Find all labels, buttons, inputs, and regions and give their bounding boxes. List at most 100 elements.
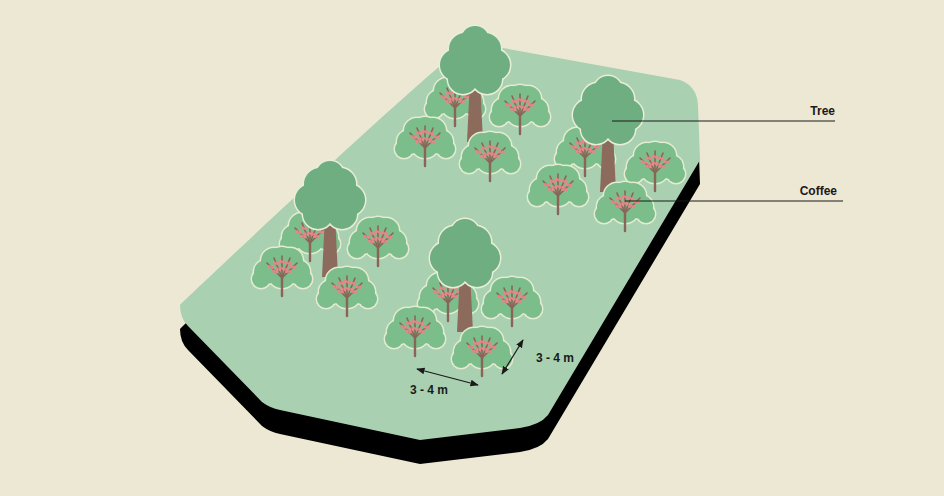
coffee-cherry — [467, 345, 470, 348]
coffee-cherry — [596, 146, 599, 149]
coffee-cherry — [279, 266, 282, 269]
coffee-cherry — [466, 96, 469, 99]
coffee-cherry — [520, 295, 523, 298]
bush-branch — [497, 293, 512, 308]
coffee-cherry — [614, 201, 617, 204]
coffee-cherry — [497, 155, 500, 158]
coffee-cherry — [372, 232, 375, 235]
bush-stem — [511, 308, 513, 326]
bush-leaves — [570, 188, 588, 206]
dimension-arrows — [417, 340, 523, 385]
coffee-cherry — [666, 161, 669, 164]
bush-branch — [282, 263, 297, 278]
bush-branch — [482, 343, 497, 358]
coffee-bush — [527, 164, 590, 215]
coffee-cherry — [645, 165, 648, 168]
coffee-cherry — [514, 100, 517, 103]
bush-stem — [584, 158, 586, 176]
bush-leaves — [637, 205, 655, 223]
coffee-cherry — [593, 145, 596, 148]
bush-stem — [346, 298, 348, 316]
coffee-cherry — [575, 150, 578, 153]
coffee-cherry — [649, 157, 652, 160]
coffee-cherry — [440, 95, 443, 98]
coffee-cherry — [547, 184, 550, 187]
bush-branch — [543, 181, 558, 196]
bush-branch — [550, 176, 558, 196]
coffee-cherry — [371, 237, 374, 240]
coffee-cherry — [471, 346, 474, 349]
coffee-cherry — [505, 297, 508, 300]
coffee-cherry — [489, 350, 492, 353]
coffee-cherry — [658, 156, 661, 159]
coffee-cherry — [433, 135, 436, 138]
coffee-cherry — [570, 145, 573, 148]
bush-stem — [309, 243, 311, 261]
coffee-cherry — [475, 347, 478, 350]
coffee-cherry — [558, 185, 561, 188]
bush-leaves — [385, 330, 403, 348]
coffee-cherry — [484, 147, 487, 150]
coffee-cherry — [375, 230, 378, 233]
bush-branch — [415, 323, 430, 338]
coffee-cherry — [310, 232, 313, 235]
shade-tree — [429, 218, 502, 333]
coffee-bush — [251, 246, 314, 297]
coffee-cherry — [628, 205, 631, 208]
coffee-cherry — [582, 146, 585, 149]
coffee-cherry — [482, 347, 485, 350]
coffee-cherry — [304, 227, 307, 230]
tree-label: Tree — [810, 104, 835, 118]
coffee-cherry — [615, 205, 618, 208]
coffee-cherry — [476, 342, 479, 345]
coffee-cherry — [426, 326, 429, 329]
tree-canopy — [590, 99, 626, 135]
coffee-cherry — [574, 146, 577, 149]
coffee-cherry — [509, 290, 512, 293]
bush-branch — [339, 278, 347, 298]
coffee-cherry — [517, 104, 520, 107]
coffee-cherry — [317, 235, 320, 238]
coffee-cherry — [282, 267, 285, 270]
coffee-cherry — [446, 91, 449, 94]
coffee-cherry — [479, 340, 482, 343]
coffee-cherry — [493, 346, 496, 349]
coffee-cherry — [375, 236, 378, 239]
coffee-leader — [625, 200, 843, 201]
coffee-cherry — [412, 320, 415, 323]
bush-branch — [505, 101, 520, 116]
coffee-cherry — [347, 287, 350, 290]
bush-leaves — [528, 188, 546, 206]
ground-top — [180, 42, 700, 440]
coffee-cherry — [485, 350, 488, 353]
bush-branch — [347, 283, 362, 298]
bush-leaves — [359, 290, 377, 308]
coffee-cherry — [503, 291, 506, 294]
bush-branch — [610, 198, 625, 213]
coffee-cherry — [354, 290, 357, 293]
coffee-cherry — [385, 240, 388, 243]
coffee-cherry — [404, 326, 407, 329]
coffee-bush — [459, 131, 522, 182]
bush-branch — [410, 133, 425, 148]
coffee-cherry — [301, 226, 304, 229]
coffee-cherry — [455, 295, 458, 298]
bush-stem — [624, 213, 626, 231]
coffee-cherry — [332, 285, 335, 288]
bush-stem — [654, 173, 656, 191]
tree-leader — [612, 120, 835, 121]
coffee-cherry — [543, 183, 546, 186]
coffee-cherry — [422, 330, 425, 333]
coffee-cherry — [632, 205, 635, 208]
coffee-cherry — [448, 292, 451, 295]
coffee-cherry — [528, 103, 531, 106]
coffee-cherry — [644, 161, 647, 164]
coffee-cherry — [414, 136, 417, 139]
bush-stem — [281, 278, 283, 296]
coffee-cherry — [423, 325, 426, 328]
coffee-cherry — [655, 162, 658, 165]
coffee-bush — [451, 326, 514, 377]
coffee-cherry — [513, 105, 516, 108]
plants — [251, 25, 687, 377]
